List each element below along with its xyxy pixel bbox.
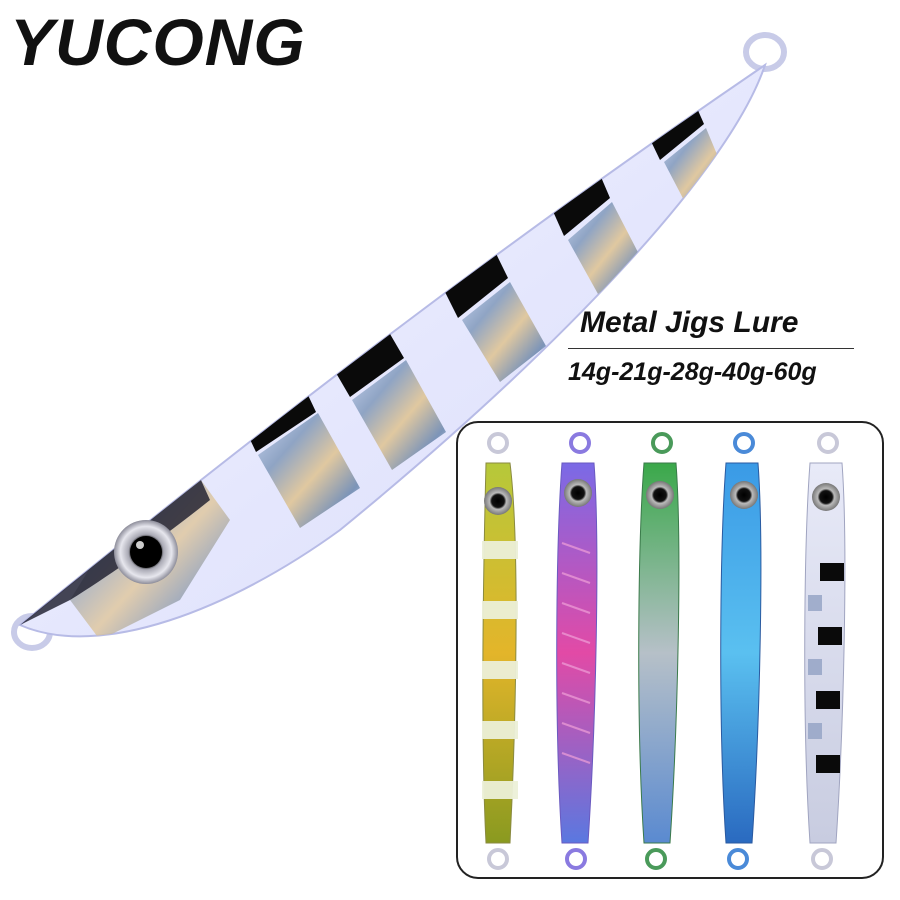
zebra-glow-jig-small-icon bbox=[804, 432, 846, 870]
purple-pink-jig-icon bbox=[556, 432, 598, 870]
green-silver-jig-icon bbox=[638, 432, 680, 870]
title-divider bbox=[568, 348, 854, 349]
color-variants-panel bbox=[456, 421, 884, 879]
brand-logo: YUCONG bbox=[10, 5, 306, 79]
blue-holo-jig-icon bbox=[720, 432, 762, 870]
product-title: Metal Jigs Lure bbox=[580, 306, 799, 339]
gold-glow-stripe-jig-icon bbox=[482, 432, 518, 870]
product-weights: 14g-21g-28g-40g-60g bbox=[568, 358, 817, 386]
